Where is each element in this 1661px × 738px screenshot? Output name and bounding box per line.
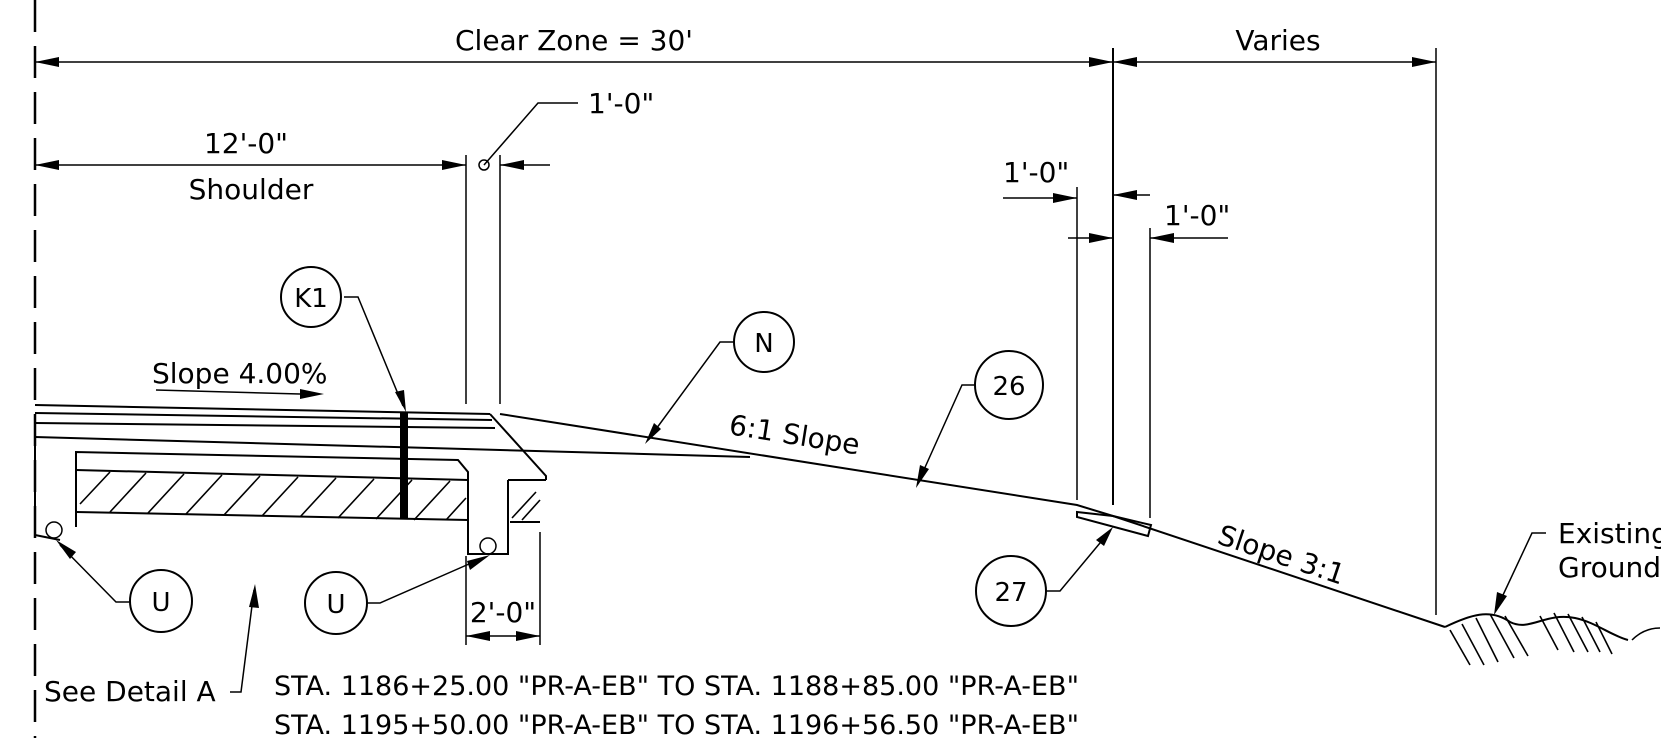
shoulder-slope-arrow — [155, 389, 324, 399]
shoulder-dimension: 12'-0" Shoulder 1'-0" — [35, 87, 654, 404]
callout-n: N — [645, 311, 795, 444]
varies-dimension: Varies — [1113, 24, 1437, 615]
callout-n-label: N — [754, 329, 773, 359]
backslope-label: Slope 3:1 — [1214, 518, 1349, 591]
curb-width-dimension: 2'-0" — [465, 532, 541, 645]
callout-k1-label: K1 — [294, 284, 328, 314]
shoulder-label: Shoulder — [189, 173, 314, 206]
callout-26: 26 — [916, 350, 1044, 488]
callout-u-right-label: U — [326, 590, 345, 620]
pavement-section — [34, 404, 751, 535]
callout-u-left-label: U — [151, 588, 170, 618]
curb-block — [467, 479, 546, 555]
callout-27-label: 27 — [994, 578, 1027, 608]
offset-left-label: 1'-0" — [1003, 156, 1069, 189]
existing-ground-label-line2: Ground — [1558, 551, 1661, 584]
existing-ground-hatch — [1444, 612, 1661, 666]
base-course — [75, 450, 469, 527]
callout-27: 27 — [975, 527, 1113, 627]
clear-zone-label: Clear Zone = 30' — [455, 24, 693, 57]
clear-zone-dimension: Clear Zone = 30' — [35, 24, 1113, 67]
ground-profile — [499, 413, 1446, 628]
curb-width-label: 2'-0" — [470, 596, 536, 629]
station-range-2: STA. 1195+50.00 "PR-A-EB" TO STA. 1196+5… — [274, 710, 1079, 738]
shoulder-slope-label: Slope 4.00% — [152, 357, 328, 390]
shoulder-width-label: 12'-0" — [204, 127, 288, 160]
callout-k1: K1 — [280, 266, 406, 412]
underdrain-left — [45, 521, 63, 539]
see-detail-label: See Detail A — [44, 675, 216, 708]
existing-ground-callout: Existing Ground — [1494, 517, 1661, 615]
varies-label: Varies — [1235, 24, 1320, 57]
callout-26-label: 26 — [992, 372, 1025, 402]
underdrain-right — [479, 537, 497, 555]
offset-top-label: 1'-0" — [588, 87, 654, 120]
callout-u-right: U — [304, 555, 490, 635]
station-range-1: STA. 1186+25.00 "PR-A-EB" TO STA. 1188+8… — [274, 671, 1079, 702]
see-detail-callout: See Detail A — [44, 584, 259, 708]
existing-ground-label-line1: Existing — [1558, 517, 1661, 550]
offset-right-label: 1'-0" — [1164, 199, 1230, 232]
callout-u-left: U — [56, 540, 193, 633]
offset-dimensions-right: 1'-0" 1'-0" — [1003, 156, 1230, 518]
